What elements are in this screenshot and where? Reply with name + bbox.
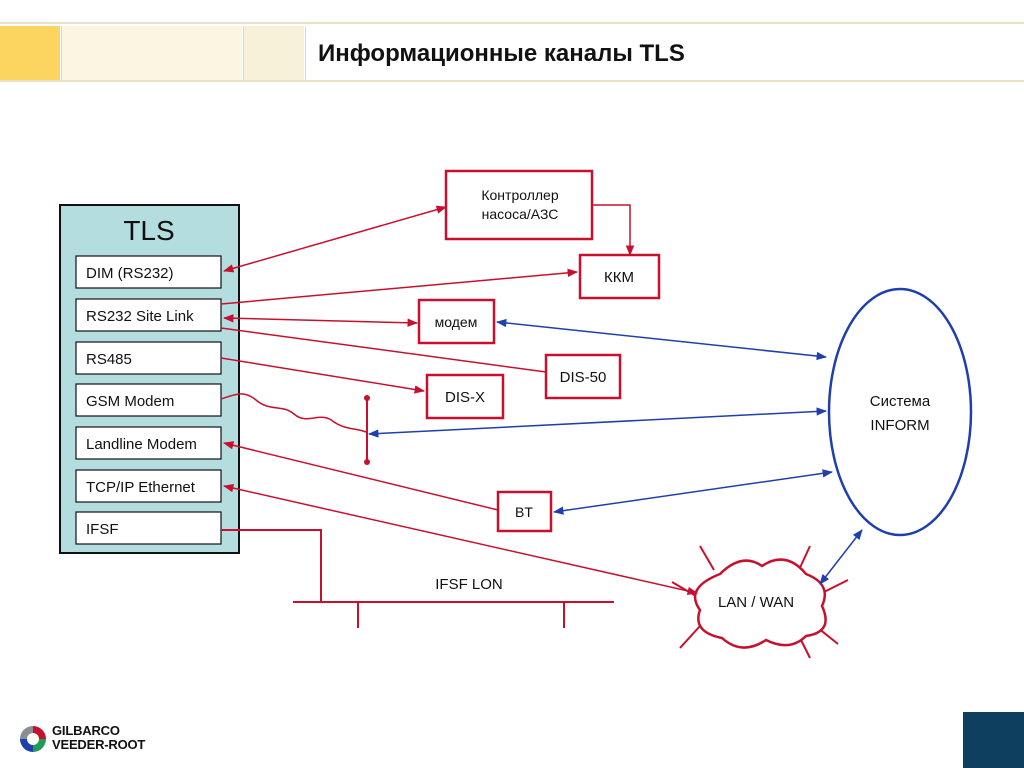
header-divider bbox=[243, 26, 244, 80]
lan-wan-label: LAN / WAN bbox=[718, 594, 794, 611]
link-ethernet-to-lan-wan bbox=[222, 483, 699, 596]
blue-connectors bbox=[367, 318, 863, 585]
kkm-box bbox=[578, 253, 661, 300]
modem-node: модем bbox=[417, 298, 496, 345]
link-lan-wan-to-inform bbox=[819, 529, 863, 585]
modem-label: модем bbox=[435, 314, 478, 330]
company-logo: GILBARCO VEEDER-ROOT bbox=[18, 724, 168, 760]
port-label: IFSF bbox=[86, 521, 119, 538]
header-block bbox=[244, 26, 304, 80]
disx-node: DIS-X bbox=[425, 373, 505, 420]
lan-wan-cloud: LAN / WAN bbox=[671, 545, 849, 659]
inform-system-label: Система bbox=[870, 393, 931, 410]
dis50-label: DIS-50 bbox=[560, 369, 607, 386]
pump-controller-box bbox=[444, 169, 594, 241]
port-gsm-modem bbox=[75, 383, 222, 417]
link-pump-controller-to-kkm bbox=[592, 204, 635, 257]
port-label: GSM Modem bbox=[86, 393, 174, 410]
port-label: DIM (RS232) bbox=[86, 265, 174, 282]
gsm-antenna bbox=[364, 395, 370, 465]
tls-console: TLS DIM (RS232) RS232 Site Link RS485 GS… bbox=[59, 204, 240, 554]
port-tcpip-ethernet bbox=[75, 469, 222, 503]
red-connectors bbox=[220, 204, 699, 596]
link-dim-to-pump-controller bbox=[222, 205, 448, 273]
kkm-node: ККМ bbox=[578, 253, 661, 300]
inform-system-label: INFORM bbox=[870, 417, 929, 434]
dis50-node: DIS-50 bbox=[544, 353, 622, 400]
header-divider bbox=[61, 26, 62, 80]
pump-controller-label: Контроллер bbox=[481, 187, 558, 203]
kkm-label: ККМ bbox=[604, 269, 634, 286]
logo-line: VEEDER-ROOT bbox=[52, 737, 146, 752]
link-sitelink-to-modem bbox=[222, 314, 419, 327]
link-sitelink-to-kkm bbox=[220, 268, 579, 305]
inform-system-node: Система INFORM bbox=[827, 287, 973, 537]
page-title: Информационные каналы TLS bbox=[318, 40, 685, 67]
pump-controller-label: насоса/АЗС bbox=[482, 206, 559, 222]
modem-box bbox=[417, 298, 496, 345]
pump-controller-node: Контроллер насоса/АЗС bbox=[444, 169, 594, 241]
header-accent-block bbox=[0, 26, 60, 80]
port-label: TCP/IP Ethernet bbox=[86, 479, 196, 496]
disx-label: DIS-X bbox=[445, 389, 485, 406]
port-ifsf bbox=[75, 511, 222, 545]
header-rule-top bbox=[0, 22, 1024, 24]
link-gsm-to-inform bbox=[367, 407, 828, 438]
port-label: RS485 bbox=[86, 351, 132, 368]
link-sitelink-to-dis50 bbox=[220, 327, 547, 373]
port-rs232-site-link bbox=[75, 298, 222, 332]
logo-line: GILBARCO bbox=[52, 723, 120, 738]
link-landline-to-bt bbox=[222, 441, 499, 511]
dis50-box bbox=[544, 353, 622, 400]
slide-header: Информационные каналы TLS bbox=[0, 22, 1024, 82]
bt-node: BT bbox=[496, 490, 553, 533]
tls-title: TLS bbox=[123, 215, 174, 246]
port-dim-rs232 bbox=[75, 255, 222, 289]
port-label: Landline Modem bbox=[86, 436, 197, 453]
bt-label: BT bbox=[515, 504, 533, 520]
header-divider bbox=[305, 26, 306, 80]
link-rs485-to-disx bbox=[220, 357, 426, 394]
corner-accent-block bbox=[963, 712, 1024, 768]
logo-icon bbox=[20, 726, 46, 752]
gsm-antenna-wire bbox=[220, 393, 367, 433]
link-modem-to-inform bbox=[495, 318, 828, 361]
header-block bbox=[62, 26, 242, 80]
cloud-shape bbox=[694, 558, 827, 649]
header-rule-bottom bbox=[0, 80, 1024, 82]
inform-system-ellipse bbox=[827, 287, 973, 537]
link-bt-to-inform bbox=[552, 469, 834, 515]
port-landline-modem bbox=[75, 426, 222, 460]
ifsf-lon-bus bbox=[221, 529, 614, 628]
port-label: RS232 Site Link bbox=[86, 308, 194, 325]
ifsf-lon-label: IFSF LON bbox=[435, 576, 503, 593]
